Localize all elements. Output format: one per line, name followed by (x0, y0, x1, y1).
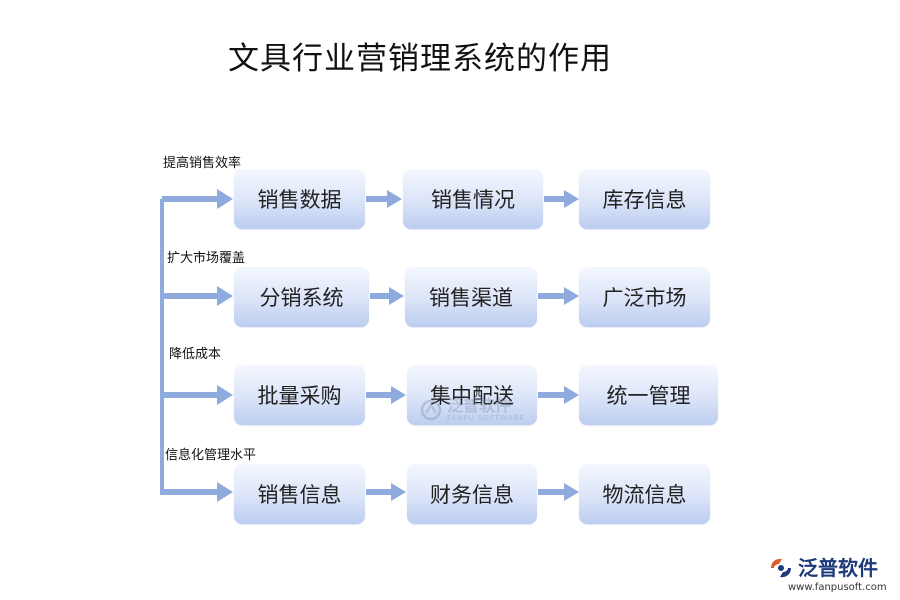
node-central-delivery: 集中配送 (407, 365, 537, 425)
brand-name: 泛普软件 (798, 556, 878, 580)
row1-arrow-2 (544, 190, 579, 208)
row1-branch-arrow (162, 189, 233, 209)
node-unified-management: 统一管理 (579, 365, 718, 425)
brand-logo-icon (771, 558, 791, 578)
node-sales-info: 销售信息 (234, 464, 365, 524)
node-inventory-info: 库存信息 (579, 169, 710, 229)
node-logistics-info: 物流信息 (579, 464, 710, 524)
diagram-title: 文具行业营销理系统的作用 (228, 41, 612, 77)
row-label-informatization: 信息化管理水平 (165, 448, 257, 463)
row-label-coverage: 扩大市场覆盖 (167, 251, 246, 266)
node-sales-data: 销售数据 (234, 169, 365, 229)
row3-branch-arrow (162, 385, 233, 405)
row4-arrow-2 (538, 483, 579, 501)
node-broad-market: 广泛市场 (579, 267, 710, 327)
row-label-cost: 降低成本 (169, 347, 222, 362)
watermark: 泛普软件 FANPU SOFTWARE (420, 398, 525, 422)
node-sales-channel: 销售渠道 (405, 267, 537, 327)
row4-arrow-1 (366, 483, 406, 501)
brand-logo: 泛普软件 www.fanpusoft.com (768, 556, 887, 593)
watermark-subtext: FANPU SOFTWARE (447, 414, 525, 422)
node-sales-status: 销售情况 (403, 169, 543, 229)
row2-branch-arrow (162, 286, 233, 306)
brand-url: www.fanpusoft.com (788, 582, 887, 593)
watermark-logo-icon (420, 399, 442, 421)
watermark-text: 泛普软件 (447, 396, 512, 415)
row2-arrow-2 (538, 287, 579, 305)
row2-arrow-1 (370, 287, 404, 305)
row3-arrow-1 (366, 386, 406, 404)
row3-arrow-2 (538, 386, 579, 404)
row4-branch-arrow (162, 482, 233, 502)
row1-arrow-1 (366, 190, 402, 208)
node-bulk-purchase: 批量采购 (234, 365, 365, 425)
row-label-efficiency: 提高销售效率 (163, 156, 242, 171)
node-finance-info: 财务信息 (407, 464, 537, 524)
node-distribution-system: 分销系统 (234, 267, 369, 327)
